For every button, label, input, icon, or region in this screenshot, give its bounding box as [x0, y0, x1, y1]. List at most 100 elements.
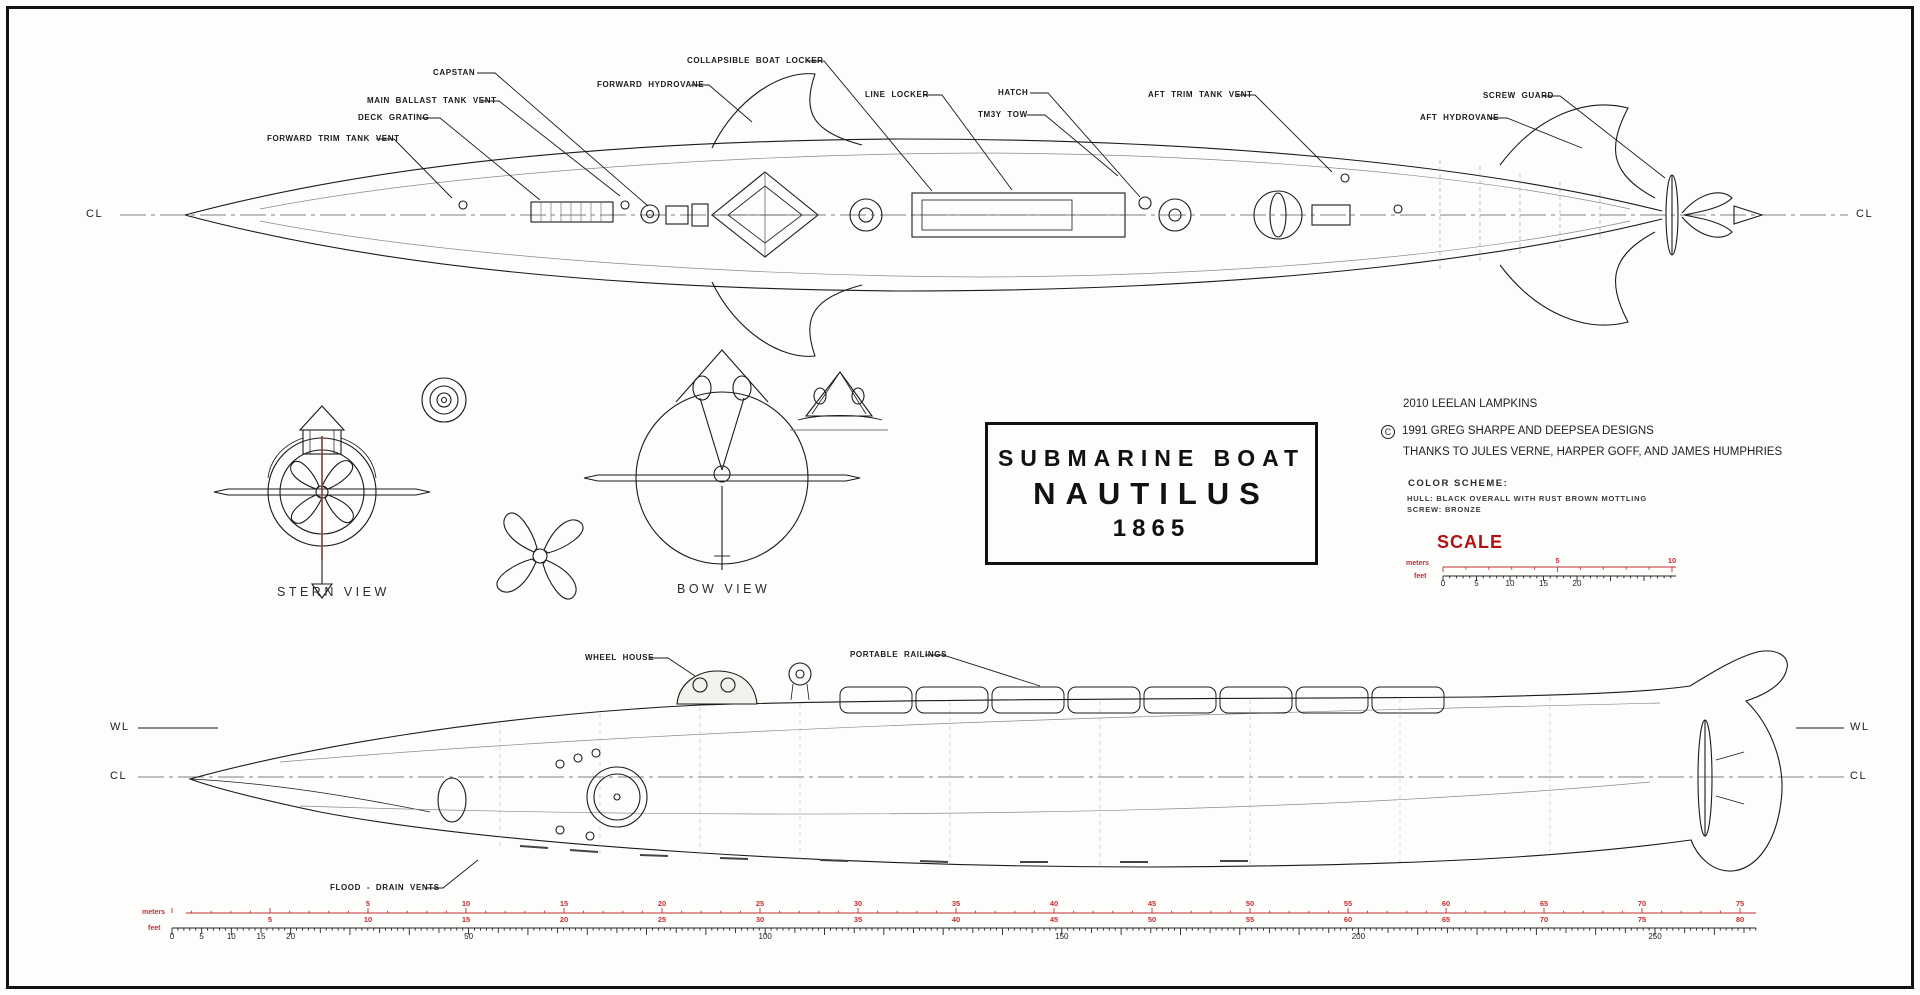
side-view-drawing	[138, 650, 1844, 889]
callout-flood-drain-vents: FLOOD - DRAIN VENTS	[330, 883, 440, 892]
bottom-ruler-feet-label: feet	[148, 925, 161, 932]
ruler-meters-lower-number: 15	[461, 915, 471, 924]
bow-view-label: BOW VIEW	[677, 582, 771, 596]
ruler-meters-upper-number: 5	[365, 899, 371, 908]
credit-line-2: 1991 GREG SHARPE AND DEEPSEA DESIGNS	[1402, 425, 1654, 437]
ruler-meters-lower-number: 25	[657, 915, 667, 924]
ruler-meters-upper-number: 45	[1147, 899, 1157, 908]
credit-line-3: THANKS TO JULES VERNE, HARPER GOFF, AND …	[1403, 446, 1783, 458]
bottom-ruler-meters	[171, 908, 1756, 914]
ruler-meters-lower-number: 35	[853, 915, 863, 924]
ruler-meters-upper-number: 55	[1343, 899, 1353, 908]
callout-capstan: CAPSTAN	[433, 68, 476, 77]
centerline-side-label-right: CL	[1850, 770, 1868, 782]
ruler-meters-lower-number: 30	[755, 915, 765, 924]
ruler-feet-number: 5	[199, 932, 204, 941]
scale-feet-label: feet	[1414, 573, 1427, 580]
callout-screw-guard: SCREW GUARD	[1483, 91, 1554, 100]
title-line-3: 1865	[1112, 514, 1191, 542]
callout-wheel-house: WHEEL HOUSE	[585, 653, 655, 662]
ruler-feet-number: 20	[286, 932, 296, 941]
callout-main-ballast-tank-vent: MAIN BALLAST TANK VENT	[367, 96, 497, 105]
callout-aft-hydrovane: AFT HYDROVANE	[1420, 113, 1500, 122]
color-scheme-heading: COLOR SCHEME:	[1408, 478, 1509, 489]
drawing-border-frame	[6, 6, 1914, 989]
ruler-meters-upper-number: 65	[1539, 899, 1549, 908]
callout-line-locker: LINE LOCKER	[865, 90, 929, 99]
ruler-meters-lower-number: 80	[1735, 915, 1745, 924]
scale-feet-number: 0	[1440, 579, 1446, 588]
scale-meters-number: 10	[1667, 556, 1677, 565]
ruler-meters-lower-number: 40	[951, 915, 961, 924]
ruler-meters-upper-number: 40	[1049, 899, 1059, 908]
ruler-meters-lower-number: 60	[1343, 915, 1353, 924]
ruler-feet-number: 100	[758, 932, 772, 941]
top-view-drawing	[120, 60, 1848, 357]
ruler-meters-upper-number: 75	[1735, 899, 1745, 908]
scale-feet-number: 5	[1474, 579, 1479, 588]
stern-view-label: STERN VIEW	[277, 585, 390, 599]
color-scheme-hull: HULL: BLACK OVERALL WITH RUST BROWN MOTT…	[1407, 494, 1648, 503]
scale-meters-label: meters	[1406, 560, 1429, 567]
bow-top-detail-drawing	[790, 371, 888, 431]
callout-forward-hydrovane: FORWARD HYDROVANE	[597, 80, 705, 89]
ruler-meters-lower-number: 10	[363, 915, 373, 924]
callout-aft-trim-tank-vent: AFT TRIM TANK VENT	[1148, 90, 1253, 99]
callout-portable-railings: PORTABLE RAILINGS	[850, 650, 948, 659]
stern-view-drawing	[213, 405, 431, 599]
ruler-meters-upper-number: 10	[461, 899, 471, 908]
ruler-meters-upper-number: 15	[559, 899, 569, 908]
copyright-icon: C	[1381, 425, 1395, 439]
ruler-meters-lower-number: 5	[267, 915, 273, 924]
ruler-meters-upper-number: 25	[755, 899, 765, 908]
propeller-detail-drawing	[496, 512, 584, 600]
centerline-side-label-left: CL	[110, 770, 128, 782]
ruler-feet-number: 50	[464, 932, 474, 941]
ruler-meters-upper-number: 30	[853, 899, 863, 908]
ruler-meters-lower-number: 50	[1147, 915, 1157, 924]
color-scheme-screw: SCREW: BRONZE	[1407, 505, 1482, 514]
bottom-ruler-meters-label: meters	[142, 909, 165, 916]
title-line-1: SUBMARINE BOAT	[997, 444, 1306, 471]
credit-line-1: 2010 LEELAN LAMPKINS	[1403, 398, 1538, 410]
scale-feet-number: 10	[1505, 579, 1515, 588]
centerline-label-right: CL	[1856, 208, 1874, 220]
ruler-feet-number: 200	[1351, 932, 1366, 941]
scale-meters-number: 5	[1555, 556, 1560, 565]
callout-hatch: HATCH	[998, 88, 1029, 97]
title-block: SUBMARINE BOAT NAUTILUS 1865	[985, 422, 1318, 565]
ruler-feet-number: 15	[256, 932, 266, 941]
waterline-label-right: WL	[1850, 721, 1870, 733]
callout-tm3y-tow: TM3Y TOW	[978, 110, 1028, 119]
callout-deck-grating: DECK GRATING	[358, 113, 430, 122]
ruler-feet-number: 250	[1648, 932, 1662, 941]
ruler-meters-upper-number: 35	[951, 899, 961, 908]
scale-title: SCALE	[1437, 532, 1504, 552]
ruler-meters-upper-number: 50	[1245, 899, 1255, 908]
waterline-label-left: WL	[110, 721, 130, 733]
small-scale-ruler	[1442, 566, 1676, 572]
ruler-meters-lower-number: 20	[559, 915, 569, 924]
ruler-feet-number: 10	[226, 932, 236, 941]
scale-feet-number: 20	[1572, 579, 1582, 588]
ruler-meters-lower-number: 65	[1441, 915, 1451, 924]
ruler-meters-lower-number: 55	[1245, 915, 1255, 924]
centerline-label-left: CL	[86, 208, 104, 220]
ruler-meters-lower-number: 70	[1539, 915, 1549, 924]
ruler-meters-upper-number: 60	[1441, 899, 1451, 908]
bottom-ruler-feet	[171, 927, 1757, 935]
hatch-detail-drawing	[421, 377, 467, 423]
callout-forward-trim-tank-vent: FORWARD TRIM TANK VENT	[267, 134, 400, 143]
ruler-meters-lower-number: 75	[1637, 915, 1647, 924]
bow-view-drawing	[583, 349, 861, 570]
ruler-meters-lower-number: 45	[1049, 915, 1059, 924]
callout-collapsible-boat-locker: COLLAPSIBLE BOAT LOCKER	[687, 56, 824, 65]
ruler-meters-upper-number: 70	[1637, 899, 1647, 908]
ruler-feet-number: 150	[1055, 932, 1069, 941]
ruler-meters-upper-number: 20	[657, 899, 667, 908]
title-line-2: NAUTILUS	[1033, 475, 1270, 511]
scale-feet-number: 15	[1539, 579, 1548, 588]
small-scale-ruler-feet	[1442, 575, 1676, 581]
ruler-feet-number: 0	[169, 932, 175, 941]
